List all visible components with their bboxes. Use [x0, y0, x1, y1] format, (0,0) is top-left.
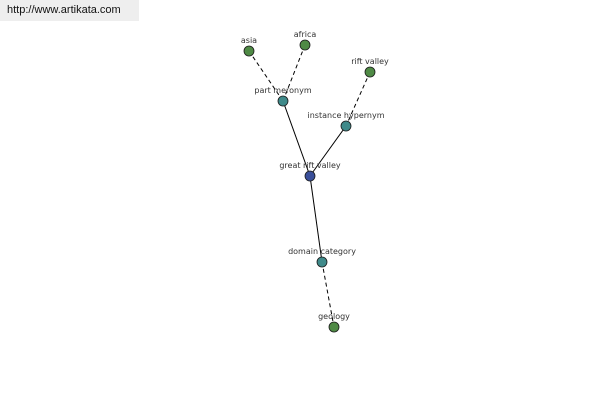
edge-great-rift-valley-to-domain-category [309, 175, 323, 263]
url-text[interactable]: http://www.artikata.com [7, 4, 121, 16]
node-label-asia: asia [241, 36, 257, 45]
edge-africa-to-part-meronym [282, 44, 306, 102]
node-dot-geology[interactable] [328, 321, 340, 333]
node-dot-domain-category[interactable] [316, 256, 328, 268]
edge-rift-valley-to-instance-hypernym [345, 71, 371, 127]
node-instance-hypernym[interactable]: instance hypernym [308, 111, 385, 132]
node-label-part-meronym: part meronym [254, 86, 311, 95]
edge-asia-to-part-meronym [248, 50, 284, 102]
node-layer: asia africa rift valley part meronym instanc… [241, 30, 389, 333]
edge-layer [248, 44, 371, 328]
node-label-domain-category: domain category [288, 247, 356, 256]
node-label-africa: africa [294, 30, 317, 39]
node-label-great-rift-valley: great rift valley [279, 161, 341, 170]
node-rift-valley[interactable]: rift valley [351, 57, 389, 78]
node-africa[interactable]: africa [294, 30, 317, 51]
node-great-rift-valley[interactable]: great rift valley [279, 161, 341, 182]
edge-instance-hypernym-to-great-rift-valley [309, 125, 347, 177]
node-dot-africa[interactable] [299, 39, 311, 51]
node-dot-great-rift-valley[interactable] [304, 170, 316, 182]
node-dot-rift-valley[interactable] [364, 66, 376, 78]
node-dot-instance-hypernym[interactable] [340, 120, 352, 132]
node-geology[interactable]: geology [318, 312, 350, 333]
node-label-instance-hypernym: instance hypernym [308, 111, 385, 120]
node-dot-asia[interactable] [243, 45, 255, 57]
node-asia[interactable]: asia [241, 36, 257, 57]
url-banner[interactable]: http://www.artikata.com [0, 0, 139, 21]
node-label-rift-valley: rift valley [351, 57, 389, 66]
edge-part-meronym-to-great-rift-valley [282, 100, 311, 177]
node-part-meronym[interactable]: part meronym [254, 86, 312, 107]
node-label-geology: geology [318, 312, 350, 321]
node-domain-category[interactable]: domain category [288, 247, 356, 268]
node-dot-part-meronym[interactable] [277, 95, 289, 107]
